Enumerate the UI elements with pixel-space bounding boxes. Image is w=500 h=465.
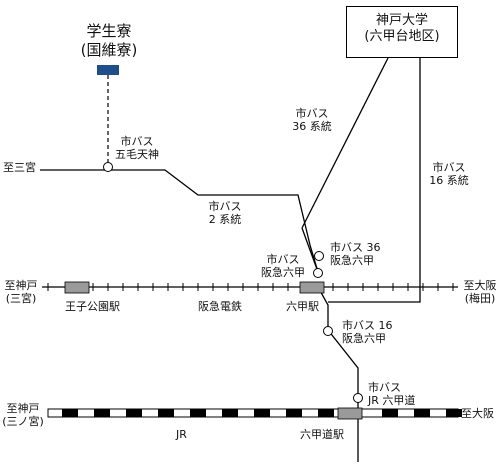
station-rokko [299,281,325,294]
jr-dash [222,409,238,417]
university-label-line2: (六甲台地区) [364,29,440,44]
label-bus-hankyu-rokko-line2: 阪急六甲 [261,266,305,279]
university-box [346,6,458,58]
dest-west-hankyu-line1: 至神戸 [4,279,38,292]
station-rokkomichi [337,407,363,420]
bus-stop-hankyu-rokko-36 [314,251,324,261]
label-bus-jr-rokkomichi-line1: 市バス [368,381,401,394]
hankyu-railway-ticks [47,283,454,291]
dest-east-hankyu: 至大阪 (梅田) [461,279,499,305]
jr-dash [126,409,142,417]
jr-dash [158,409,174,417]
road-bus-route-16 [328,58,421,303]
dest-west-hankyu: 至神戸 (三宮) [2,279,40,305]
label-bus-stop-16: 市バス 16 阪急六甲 [342,319,393,345]
jr-dash [94,409,110,417]
label-bus-stop-16-line2: 阪急六甲 [342,332,386,345]
label-bus-stop-36: 市バス 36 阪急六甲 [330,241,381,267]
label-bus-route-2-line1: 市バス [208,200,242,213]
jr-dash [318,409,334,417]
jr-dash [446,409,462,417]
label-bus-route-16-line1: 市バス [432,161,466,174]
label-hankyu-railway: 阪急電鉄 [198,300,242,313]
bus-stop-jr-rokkomichi [353,393,363,403]
dest-west-jr-line1: 至神戸 [6,402,40,415]
dest-west-jr: 至神戸 (三ノ宮) [2,402,44,428]
label-jr-railway: JR [176,428,187,441]
road-bus-route-36 [301,57,389,229]
road-bus-route-36b [301,227,319,273]
label-bus-hankyu-rokko-line1: 市バス [266,253,300,266]
label-bus-route-16-line2: 16 系統 [429,174,469,187]
label-bus-route-2-line2: 2 系統 [208,213,242,226]
label-bus-stop-36-line1: 市バス 36 [330,241,381,254]
label-bus-route-36: 市バス 36 系統 [285,107,339,133]
jr-railway-dashes [62,409,462,417]
label-bus-gomo-tenjin-line1: 市バス [120,135,154,148]
label-bus-gomo-tenjin: 市バス 五毛天神 [112,135,162,161]
university-label-line1: 神戸大学 [375,13,428,28]
label-bus-stop-36-line2: 阪急六甲 [330,254,374,267]
label-bus-route-36-line2: 36 系統 [292,120,332,133]
road-bus-route-2 [40,169,319,273]
dest-west-jr-line2: (三ノ宮) [2,415,44,428]
label-bus-route-2: 市バス 2 系統 [200,200,250,226]
dorm-label: 学生寮 (国維寮) [78,22,140,60]
label-bus-route-36-line1: 市バス [295,107,329,120]
label-rokko: 六甲駅 [286,300,319,313]
label-bus-route-16: 市バス 16 系統 [424,161,474,187]
label-oji-koen: 王子公園駅 [65,300,120,313]
dorm-marker [97,65,119,75]
university-label: 神戸大学 (六甲台地区) [346,13,458,45]
dest-east-hankyu-line1: 至大阪 [463,279,497,292]
label-bus-jr-rokkomichi: 市バス JR 六甲道 [368,381,415,407]
label-rokkomichi: 六甲道駅 [300,428,344,441]
dorm-label-line1: 学生寮 [86,22,132,40]
jr-dash [286,409,302,417]
label-bus-stop-16-line1: 市バス 16 [342,319,393,332]
label-bus-gomo-tenjin-line2: 五毛天神 [115,148,159,161]
jr-dash [414,409,430,417]
label-bus-jr-rokkomichi-line2: JR 六甲道 [368,394,416,407]
dest-sannomiya: 至三宮 [3,161,36,174]
station-oji-koen [64,281,90,294]
jr-dash [382,409,398,417]
bus-stop-gomo-tenjin [103,162,113,172]
bus-stop-hankyu-rokko-16 [323,326,333,336]
dest-east-jr: 至大阪 [461,407,494,420]
dest-west-hankyu-line2: (三宮) [5,292,37,305]
bus-stop-hankyu-rokko-2 [313,268,323,278]
label-bus-hankyu-rokko: 市バス 阪急六甲 [258,253,308,279]
dest-east-hankyu-line2: (梅田) [464,292,496,305]
dorm-label-line2: (国維寮) [80,41,138,59]
jr-dash [190,409,206,417]
jr-dash [254,409,270,417]
jr-dash [62,409,78,417]
